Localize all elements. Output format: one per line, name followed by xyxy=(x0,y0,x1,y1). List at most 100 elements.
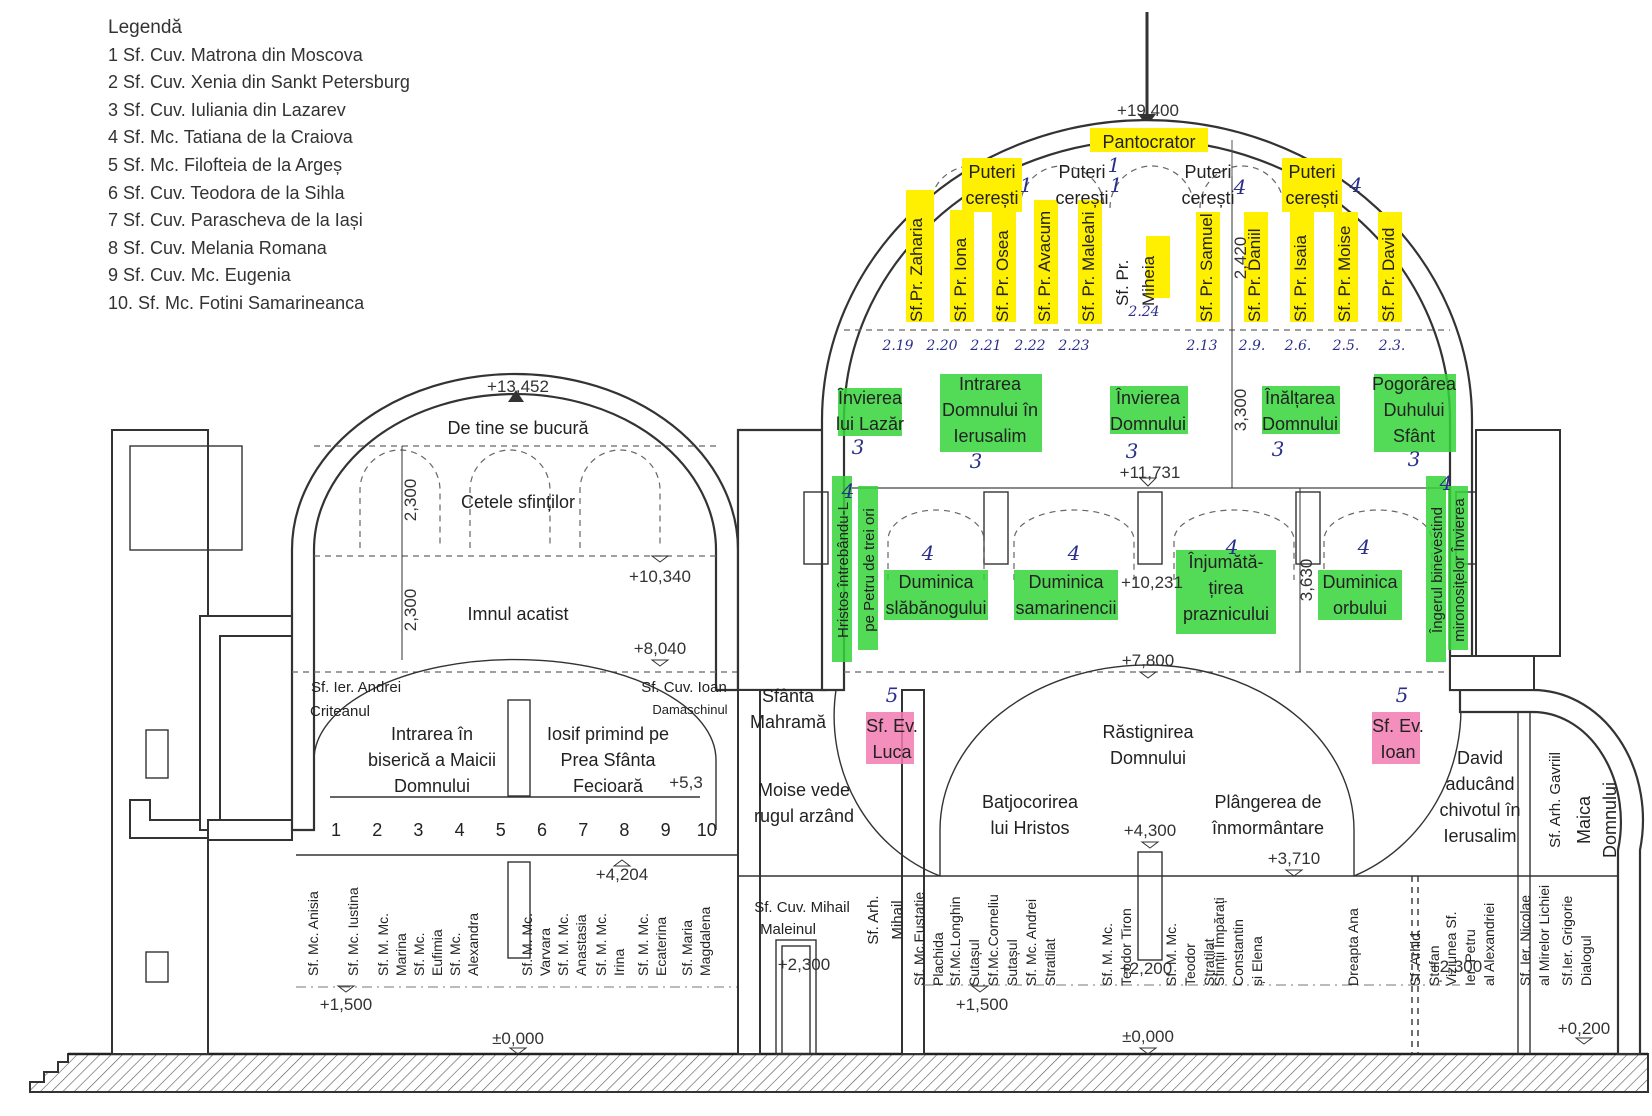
acatist-label: Imnul acatist xyxy=(467,604,568,624)
mihail-label: Maleinul xyxy=(760,921,816,938)
hand-number: 3 xyxy=(1408,447,1421,471)
luca-label: Sf. Ev. xyxy=(866,716,918,736)
legend-title: Legendă xyxy=(108,17,182,38)
vault-title: De tine se bucură xyxy=(447,418,589,438)
prophet-label: Sf. Pr. Osea xyxy=(993,230,1012,322)
saint-label: Ștefan xyxy=(1426,946,1442,986)
saint-label: Magdalena xyxy=(697,907,713,976)
saint-label: și Elena xyxy=(1249,936,1265,986)
arh-mihail-label: Mihail xyxy=(889,900,906,939)
iosif-label: Fecioară xyxy=(573,776,644,796)
legend-item: 10. Sf. Mc. Fotini Samarineanca xyxy=(108,292,365,313)
hand-number: 4 xyxy=(921,541,935,565)
feast-inaltarea: Înălțarea xyxy=(1264,388,1336,408)
saint-label: Ier. Petru xyxy=(1462,929,1478,986)
level-label: ±0,000 xyxy=(492,1029,544,1048)
level-label: +10,231 xyxy=(1121,573,1183,592)
arh-mihail-label: Sf. Arh. xyxy=(865,895,882,944)
hand-number: 4 xyxy=(1225,535,1239,559)
highlights xyxy=(832,128,1468,764)
prophet-code: 2.6. xyxy=(1284,338,1312,354)
legend-number: 3 xyxy=(413,820,423,840)
prophet-label: Sf. Pr. Daniil xyxy=(1245,228,1264,322)
saint-label: Sf.Mc.Corneliu xyxy=(985,894,1001,986)
intrarea-label: Domnului xyxy=(394,776,470,796)
prophet-label: Sf. Pr. Avacum xyxy=(1035,211,1054,322)
feast-intrarea: Intrarea xyxy=(959,374,1022,394)
feast-hristos: Hristos întrebându-L xyxy=(835,502,852,638)
prophet-code: 2.23 xyxy=(1057,338,1089,354)
level-label: ±0,000 xyxy=(1122,1027,1174,1046)
saint-label: Sf.Ier. Grigorie xyxy=(1559,896,1575,986)
puteri-label: cerești xyxy=(1055,188,1108,208)
legend-number: 5 xyxy=(496,820,506,840)
dimension-label: 2,300 xyxy=(401,479,420,522)
moise-label: Moise vede xyxy=(758,780,850,800)
saint-label: Teodor xyxy=(1182,943,1198,986)
saint-label: Dialogul xyxy=(1578,935,1594,986)
level-label: +8,040 xyxy=(634,639,686,658)
saint-label: Anastasia xyxy=(573,914,589,976)
batjocorirea-label: lui Hristos xyxy=(990,818,1069,838)
maica-label: Maica xyxy=(1574,795,1594,844)
mahrama-label: Sfânta xyxy=(762,686,815,706)
legend: Legendă 1 Sf. Cuv. Matrona din Moscova 2… xyxy=(108,14,410,318)
saint-label: Plachida xyxy=(930,932,946,986)
saint-label: Eufimia xyxy=(429,929,445,976)
hand-number: 3 xyxy=(970,449,983,473)
legend-item: 1 Sf. Cuv. Matrona din Moscova xyxy=(108,44,363,65)
legend-item: 4 Sf. Mc. Tatiana de la Craiova xyxy=(108,127,353,148)
cete-label: Cetele sfinților xyxy=(461,492,575,512)
gavriil-label: Sf. Arh. Gavriil xyxy=(1547,752,1564,848)
hand-number: 4 xyxy=(1439,471,1453,495)
ioan-ev-label: Sf. Ev. xyxy=(1372,716,1424,736)
moise-label: rugul arzând xyxy=(754,806,854,826)
david-label: aducând xyxy=(1445,774,1514,794)
dome-labels: Pantocrator Puteri cerești Puteri cereșt… xyxy=(965,132,1338,208)
pantocrator-label: Pantocrator xyxy=(1102,132,1195,152)
intrarea-label: Intrarea în xyxy=(391,724,473,744)
feast-pogorarea: Pogorârea xyxy=(1372,374,1457,394)
puteri-label: cerești xyxy=(1285,188,1338,208)
level-label: +1,500 xyxy=(956,995,1008,1014)
andrei-label: Criteanul xyxy=(310,703,370,720)
dimension-label: 3,300 xyxy=(1231,389,1250,432)
saint-label: Teodor Tiron xyxy=(1118,908,1134,986)
prophet-code: 2.9. xyxy=(1238,338,1266,354)
puteri-label: cerești xyxy=(965,188,1018,208)
saint-label: Stratilat xyxy=(1201,938,1217,986)
saint-label: al Alexandriei xyxy=(1481,903,1497,986)
hand-number: 4 xyxy=(1357,535,1371,559)
west-vault-labels: De tine se bucură Cetele sfinților Imnul… xyxy=(310,418,728,796)
saint-label: Sf. Arhid. xyxy=(1407,929,1423,986)
saint-label: Sf. Ier. Nicolae xyxy=(1517,895,1533,986)
level-label: +2,200 xyxy=(1120,959,1172,978)
feast-hristos: pe Petru de trei ori xyxy=(861,508,878,631)
legend-number: 2 xyxy=(372,820,382,840)
saint-label: Alexandra xyxy=(465,913,481,976)
prophet-label: Sf. Pr. Isaia xyxy=(1291,235,1310,322)
puteri-label: Puteri xyxy=(1058,162,1105,182)
plangerea-label: Plângerea de xyxy=(1214,792,1321,812)
saint-label: Sf. M. Mc. xyxy=(1163,923,1179,986)
legend-item: 3 Sf. Cuv. Iuliania din Lazarev xyxy=(108,99,346,120)
ioan-label: Damaschinul xyxy=(652,702,727,717)
legend-number: 10 xyxy=(697,820,717,840)
level-label: +0,200 xyxy=(1558,1019,1610,1038)
iosif-label: Prea Sfânta xyxy=(560,750,656,770)
level-label: +1,500 xyxy=(320,995,372,1014)
legend-number: 4 xyxy=(455,820,465,840)
feast-intrarea: Domnului în xyxy=(942,400,1038,420)
legend-item: 2 Sf. Cuv. Xenia din Sankt Petersburg xyxy=(108,72,410,93)
level-label: +2,300 xyxy=(778,955,830,974)
hand-number: 4 xyxy=(1233,175,1247,199)
saint-label: Sf. Mc.Eustatie xyxy=(911,892,927,986)
legend-item: 9 Sf. Cuv. Mc. Eugenia xyxy=(108,265,291,286)
feast-injumatatire: Înjumătă- xyxy=(1187,552,1263,572)
legend-item: 7 Sf. Cuv. Parascheva de la Iași xyxy=(108,210,363,231)
dimension-lines xyxy=(401,176,1301,672)
hand-number: 5 xyxy=(1396,683,1409,707)
